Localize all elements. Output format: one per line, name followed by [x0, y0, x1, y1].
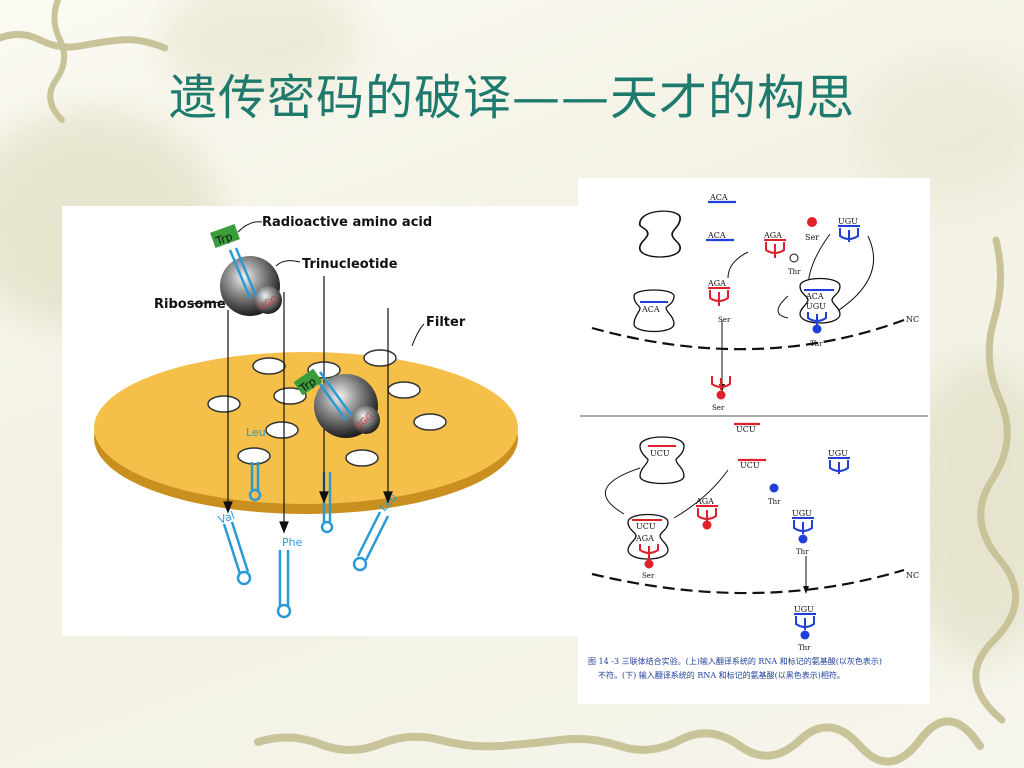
- ser-bound-ball: [644, 559, 654, 569]
- thr-bound-ball: [812, 324, 822, 334]
- trna-red-lower-codon: AGA: [695, 497, 714, 506]
- ser-bound-label: Ser: [642, 572, 655, 580]
- ribosome-top-small: [254, 286, 282, 314]
- trna-red-2-codon: AGA: [707, 279, 726, 288]
- mrna-top-lower-label: UCU: [736, 425, 756, 434]
- trna-bottom-codon: UGU: [794, 605, 814, 614]
- filter-hole: [345, 449, 379, 467]
- ribosome-empty: [638, 210, 682, 258]
- filter-hole: [413, 413, 447, 431]
- ribo-d-mrna: UCU: [636, 522, 656, 531]
- filter-hole: [387, 381, 421, 399]
- free-trna-val: [222, 521, 252, 586]
- ribo-d-trna-icon: [639, 544, 659, 560]
- ser-ball: [807, 217, 817, 227]
- ser-label-1: Ser: [805, 233, 819, 242]
- trna-blue-2-icon: [793, 520, 813, 534]
- trna-red-lower-icon: [697, 508, 717, 522]
- ribo-d-trna: AGA: [635, 534, 654, 543]
- ser-passed-ball: [716, 390, 726, 400]
- trp-label-top: Trp: [213, 230, 234, 248]
- thr-passed-ball: [800, 630, 810, 640]
- figure-caption-line-1: 图 14 -3 三联体结合实验。(上)输入翻译系统的 RNA 和标记的氨基酸(以…: [588, 656, 882, 666]
- trna-red-icon: [765, 242, 785, 258]
- nc-label-upper: NC: [906, 315, 919, 324]
- nc-label-lower: NC: [906, 571, 919, 580]
- ser-passed-label: Ser: [712, 404, 725, 412]
- filter-hole: [265, 421, 299, 439]
- trna-bottom-icon: [795, 616, 815, 630]
- trna-blue-2-codon: UGU: [792, 509, 812, 518]
- radioactive-amino-acid-label: Radioactive amino acid: [262, 215, 432, 230]
- filter-hole: [237, 447, 271, 465]
- triplet-binding-diagram: ACA ACA AGA Ser UGU Thr: [580, 193, 928, 680]
- background-blob: [860, 60, 1024, 200]
- ser-lower-ball: [702, 520, 712, 530]
- thr-open-ball: [789, 253, 799, 263]
- arrow-head: [803, 586, 809, 594]
- vine-right-vertical: [972, 236, 1019, 724]
- filter-hole: [207, 395, 241, 413]
- ribo-c-mrna: UCU: [650, 449, 670, 458]
- ribosome-label: Ribosome: [154, 297, 226, 312]
- callout-lines: [187, 221, 425, 347]
- free-trna-below-filter: [248, 462, 334, 534]
- thr-2-ball: [798, 534, 808, 544]
- figure-caption-line-2: 不符。(下) 输入翻译系统的 RNA 和标记的氨基酸(以黑色表示)相符。: [598, 670, 845, 680]
- filter-hole: [252, 357, 286, 375]
- filter-line-upper: [591, 318, 905, 351]
- ribosome-a: [633, 289, 675, 333]
- thr-small-label: Thr: [788, 268, 801, 276]
- trp-tag-top: [210, 224, 240, 248]
- filter-hole: [363, 349, 397, 367]
- trna-red-codon: AGA: [763, 231, 782, 240]
- vine-bottom: [254, 717, 984, 766]
- filter-binding-figure: Val Phe Leu Leu Trp UGG: [62, 206, 586, 636]
- trp-tag-mid: [293, 368, 323, 396]
- ribosome-c: [639, 436, 685, 485]
- leu-bound-label: Leu: [246, 426, 266, 439]
- filter-line-lower: [591, 568, 905, 595]
- lower-arrows: [604, 467, 807, 588]
- trna-blue-lower-codon: UGU: [828, 449, 848, 458]
- mrna-left-label: ACA: [707, 231, 726, 240]
- thr-free-ball: [769, 483, 779, 493]
- mrna-mid-lower-label: UCU: [740, 461, 760, 470]
- background-blob: [160, 0, 360, 100]
- passed-trna-red-icon: [711, 376, 731, 390]
- vine-top-left: [0, 31, 169, 52]
- ribosome-mid-small: [352, 406, 380, 434]
- ser-label-2: Ser: [718, 316, 731, 324]
- ribosome-a-codon: ACA: [641, 305, 660, 314]
- thr-2-label: Thr: [796, 548, 809, 556]
- free-trna-phe: [276, 550, 292, 619]
- trna-blue-codon: UGU: [838, 217, 858, 226]
- ribo-b-trna-icon: [807, 312, 827, 326]
- filter-label: Filter: [426, 315, 466, 330]
- drop-arrows: [223, 276, 393, 534]
- trinucleotide-label: Trinucleotide: [302, 257, 398, 272]
- trna-top: [228, 247, 258, 299]
- trna-red-2-icon: [709, 290, 729, 306]
- ribo-b-mrna: ACA: [805, 292, 824, 301]
- mrna-top-label: ACA: [709, 193, 728, 202]
- ribo-b-trna: UGU: [806, 302, 826, 311]
- trna-blue-lower-icon: [829, 460, 849, 474]
- trna-blue-icon: [839, 228, 859, 242]
- triplet-binding-figure: ACA ACA AGA Ser UGU Thr: [578, 178, 930, 704]
- phe-label: Phe: [282, 536, 303, 549]
- vine-left-vertical: [47, 0, 68, 123]
- free-trna-leu: [352, 511, 390, 572]
- thr-passed-label: Thr: [798, 644, 811, 652]
- slide-title: 遗传密码的破译——天才的构思: [168, 70, 855, 126]
- val-label: Val: [217, 509, 237, 527]
- thr-free-label: Thr: [768, 498, 781, 506]
- filter-hole: [273, 387, 307, 405]
- filter-binding-diagram: Val Phe Leu Leu Trp UGG: [94, 215, 518, 619]
